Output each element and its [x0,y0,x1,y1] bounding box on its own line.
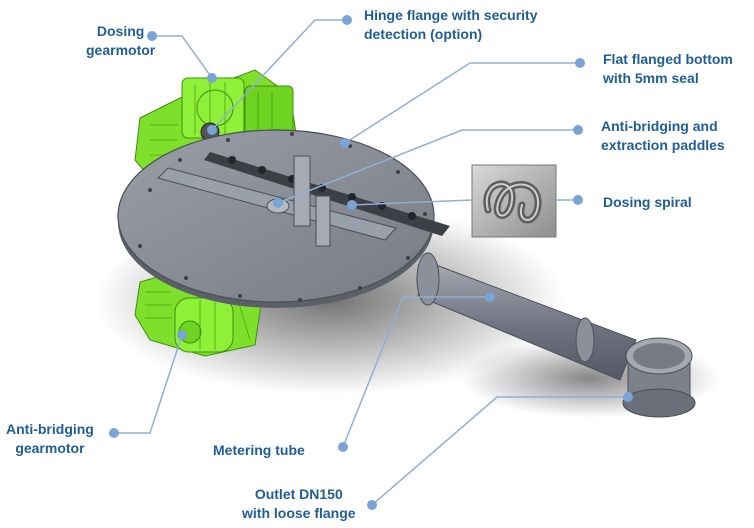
label-metering-tube: Metering tube [213,441,305,460]
dot-paddles [273,198,283,208]
leader-lines [114,19,628,506]
dot-hinge-flange [207,125,217,135]
label-outlet-line1: Outlet DN150 [254,486,343,502]
leader-outlet [371,396,628,506]
label-hinge-flange-line2: detection (option) [364,26,483,42]
label-dosing-spiral-line1: Dosing spiral [603,194,692,210]
label-anti-bridging-paddles-line2: extraction paddles [601,137,725,153]
dot-dosing-spiral-label [573,195,583,205]
dot-flat-bottom [340,138,350,148]
label-anti-bridging-paddles: Anti-bridging and extraction paddles [601,117,725,155]
label-flat-bottom: Flat flanged bottom with 5mm seal [603,50,733,88]
dot-dosing-gearmotor-label [147,31,157,41]
label-anti-bridging-gearmotor: Anti-bridging gearmotor [6,420,94,458]
label-anti-bridging-paddles-line1: Anti-bridging and [601,118,718,134]
dot-paddles-label [573,125,583,135]
label-hinge-flange-line1: Hinge flange with security [364,7,538,23]
label-outlet-line2: with loose flange [242,505,356,521]
dosing-spiral-inset [471,164,557,238]
dot-dosing-spiral [347,200,357,210]
dot-hinge-flange-label [342,15,352,25]
label-anti-bridging-gearmotor-line1: Anti-bridging [6,421,94,437]
bottom-plate [117,129,435,308]
dot-metering-tube [485,292,495,302]
leader-metering-tube [342,296,490,448]
label-flat-bottom-line1: Flat flanged bottom [603,51,733,67]
label-outlet: Outlet DN150 with loose flange [242,485,356,523]
leader-flat-bottom [344,62,580,144]
label-dosing-gearmotor-line1: Dosing [96,23,145,39]
leader-hinge-flange [211,19,347,131]
leader-anti-bridging-gearmotor [114,334,183,434]
callout-dots [109,15,633,510]
label-dosing-spiral: Dosing spiral [603,193,692,212]
label-hinge-flange: Hinge flange with security detection (op… [364,6,537,44]
label-anti-bridging-gearmotor-line2: gearmotor [15,440,85,456]
label-dosing-gearmotor: Dosing gearmotor [86,22,155,60]
dot-outlet-label [367,500,377,510]
outlet-dn150 [622,337,696,418]
label-dosing-gearmotor-line2: gearmotor [86,42,156,58]
label-flat-bottom-line2: with 5mm seal [603,70,699,86]
leader-dosing-gearmotor [152,35,213,79]
dot-outlet [623,392,633,402]
dot-anti-bridging-gearmotor [177,330,187,340]
dot-metering-tube-label [338,442,348,452]
metering-tube [416,252,637,381]
leader-anti-bridging-paddles [277,129,578,204]
dot-anti-bridging-gearmotor-label [109,428,119,438]
leader-spiral-to-machine [351,199,473,206]
dot-flat-bottom-label [575,58,585,68]
label-metering-tube-line1: Metering tube [213,442,305,458]
dot-dosing-gearmotor [207,73,217,83]
